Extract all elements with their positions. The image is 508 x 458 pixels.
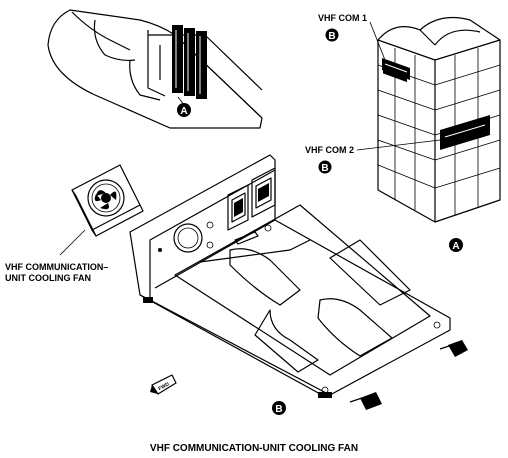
callout-b-tray: B xyxy=(272,401,286,415)
callout-a-top: A xyxy=(177,103,191,117)
cooling-fan xyxy=(71,164,144,237)
tray-connectors xyxy=(227,167,276,245)
callout-a-top-text: A xyxy=(180,106,187,117)
callout-b-tray-text: B xyxy=(275,404,282,415)
fwd-arrow: FWD xyxy=(150,374,177,395)
callout-b-com2: B xyxy=(318,160,332,174)
callout-a-rack-text: A xyxy=(452,241,459,252)
fan-label-line2: UNIT COOLING FAN xyxy=(5,273,91,283)
figure-title: VHF COMMUNICATION-UNIT COOLING FAN xyxy=(150,443,358,454)
vhf-com-2-label: VHF COM 2 xyxy=(305,145,354,155)
fan-label-line1: VHF COMMUNICATION– xyxy=(5,262,108,272)
callout-b-com1-text: B xyxy=(328,31,335,42)
fwd-label: FWD xyxy=(158,381,171,392)
callout-b-com1: B xyxy=(325,28,339,42)
aircraft-nose-illustration xyxy=(47,9,263,129)
tray-thumbscrews xyxy=(143,297,468,410)
rack-vhf-com1-unit xyxy=(382,58,410,80)
vhf-com-1-label: VHF COM 1 xyxy=(318,13,367,23)
callout-b-com2-text: B xyxy=(321,163,328,174)
leader-line-com1 xyxy=(369,21,386,61)
leader-line-com2 xyxy=(356,139,441,151)
callout-a-rack: A xyxy=(449,238,463,252)
mounting-tray xyxy=(129,154,451,396)
leader-line-fan xyxy=(59,229,86,256)
nose-equipment-units xyxy=(172,25,207,99)
equipment-rack xyxy=(377,17,501,223)
